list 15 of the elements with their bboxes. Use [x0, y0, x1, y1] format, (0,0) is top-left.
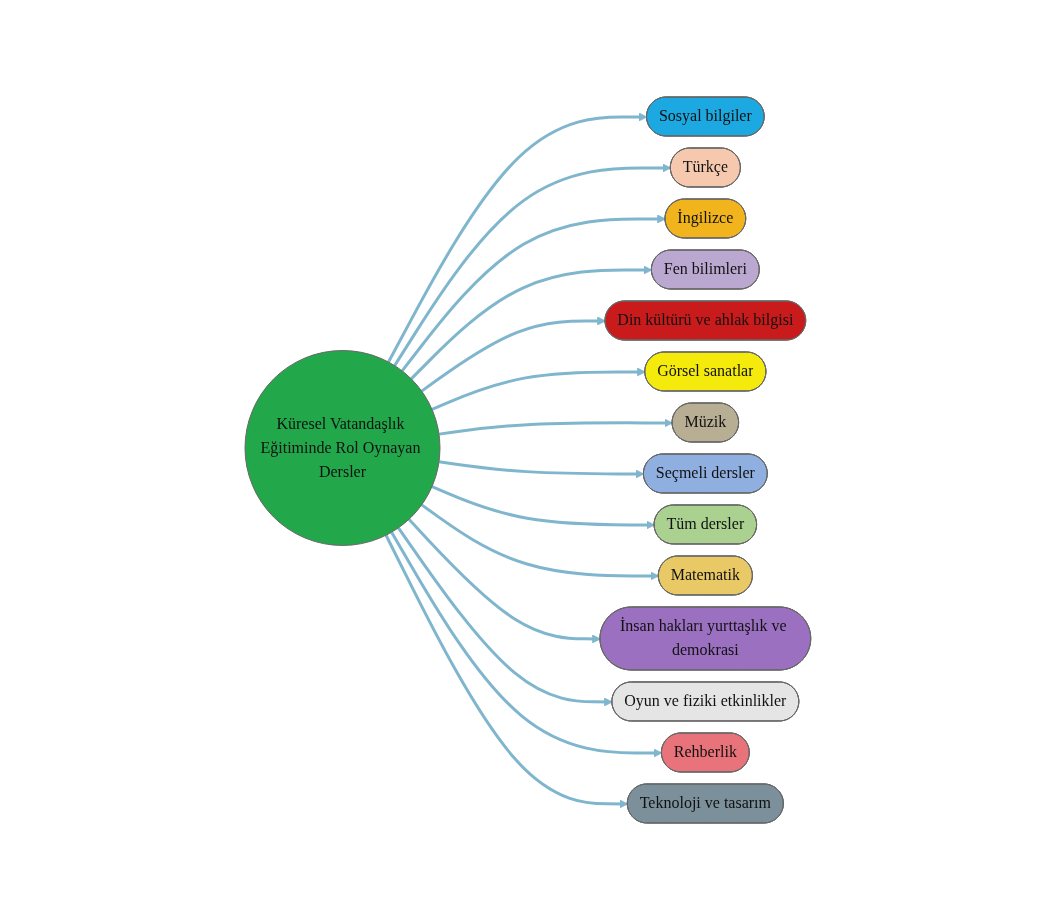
- arrow: [408, 517, 602, 643]
- arrow: [390, 530, 663, 757]
- arrow: [410, 265, 653, 380]
- arrow: [431, 484, 656, 529]
- node-circle: Küresel Vatandaşlık Eğitiminde Rol Oynayan Dersler: [244, 349, 441, 546]
- arrow: [401, 214, 667, 372]
- arrow: [438, 459, 645, 478]
- arrow: [420, 316, 607, 392]
- arrow: [393, 163, 672, 366]
- arrow: [438, 418, 674, 436]
- arrow: [397, 526, 613, 706]
- arrow: [387, 112, 648, 363]
- arrow: [384, 534, 629, 808]
- arrow: [431, 367, 646, 411]
- arrow: [420, 503, 660, 580]
